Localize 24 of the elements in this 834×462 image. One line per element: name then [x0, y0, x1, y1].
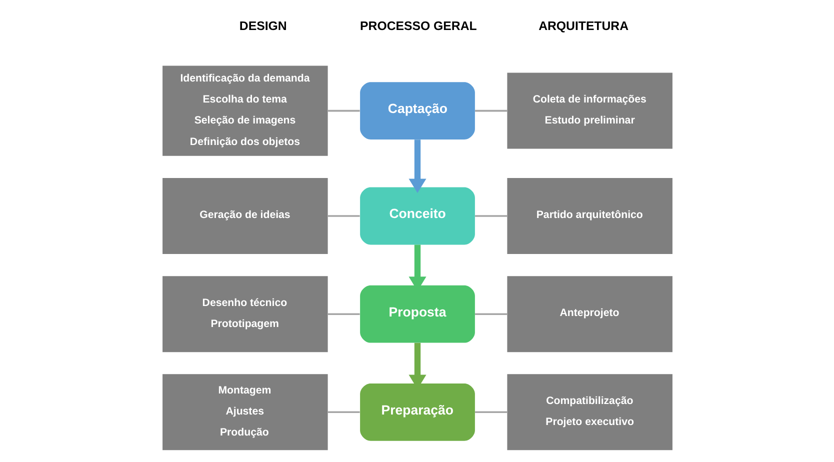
node-box: Preparação — [360, 383, 474, 441]
connector — [327, 313, 360, 315]
connector — [474, 215, 507, 217]
node-box: Anteprojeto — [506, 276, 672, 352]
label: DESIGN — [238, 19, 286, 34]
arrow — [408, 140, 426, 193]
node-box: Partido arquitetônico — [506, 178, 672, 254]
connector — [474, 110, 507, 112]
node-box: Montagem Ajustes Produção — [162, 374, 328, 450]
node-box: Conceito — [360, 187, 474, 245]
connector — [327, 215, 360, 217]
label: ARQUITETURA — [538, 19, 628, 34]
node-box: Geração de ideias — [162, 178, 328, 254]
node-box: Compatibilização Projeto executivo — [506, 374, 672, 450]
connector — [327, 110, 360, 112]
node-box: Captação — [360, 82, 474, 140]
node-box: Identificação da demanda Escolha do tema Seleção de imagens Definição dos objetos — [162, 66, 328, 156]
node-box: Coleta de informações Estudo preliminar — [506, 72, 672, 149]
connector — [474, 411, 507, 414]
connector — [327, 411, 360, 414]
connector — [474, 313, 507, 315]
node-box: Desenho técnico Prototipagem — [162, 276, 328, 352]
label: PROCESSO GERAL — [360, 19, 476, 34]
node-box: Proposta — [360, 285, 474, 343]
